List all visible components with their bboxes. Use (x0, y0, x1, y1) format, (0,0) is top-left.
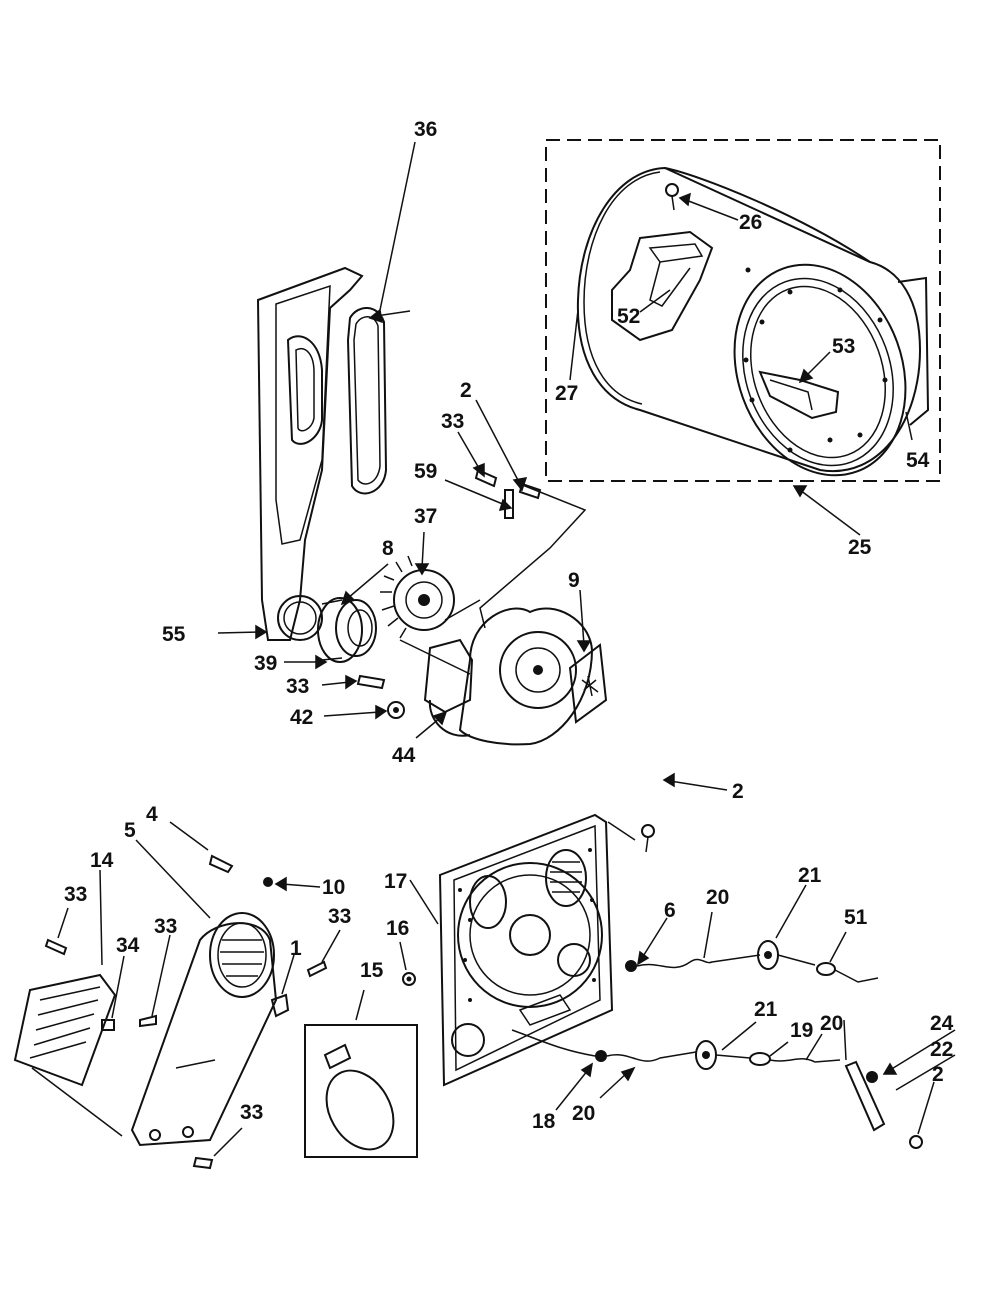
drum-top-edge (664, 167, 871, 263)
bracket-34 (101, 1019, 115, 1031)
bulkhead-screen (545, 849, 587, 907)
screw-2-lower (909, 1135, 923, 1149)
callout-22: 22 (930, 1038, 954, 1061)
callout-36: 36 (414, 118, 438, 141)
duct-assembly (13, 854, 328, 1170)
callout-51: 51 (844, 906, 868, 929)
screw-33-right (306, 960, 328, 978)
clip-1 (270, 993, 290, 1018)
part-19 (749, 1052, 771, 1066)
blower-housing (256, 266, 364, 641)
screw-4 (208, 854, 234, 874)
callout-24: 24 (930, 1012, 954, 1035)
drum-front-opening (733, 263, 907, 477)
kit-15-box (304, 1024, 418, 1158)
callout-2-lower: 2 (932, 1063, 944, 1086)
impeller-37 (380, 555, 455, 639)
callout-1: 1 (290, 937, 302, 960)
callout-25: 25 (848, 536, 872, 559)
leader-lines (57, 141, 956, 1157)
lint-grille (209, 912, 275, 998)
callout-44: 44 (392, 744, 416, 767)
lint-duct-5 (130, 922, 278, 1147)
screw-33-duct (139, 1014, 157, 1028)
callout-20-mid: 20 (820, 1012, 844, 1035)
callout-5: 5 (124, 819, 136, 842)
nut-16 (402, 972, 416, 986)
callout-2-top: 2 (732, 780, 744, 803)
screw-33-bottom (192, 1156, 214, 1170)
shaft-upper (636, 954, 761, 969)
drum-body (576, 166, 922, 473)
callout-59: 59 (414, 460, 438, 483)
callout-18: 18 (532, 1110, 556, 1133)
callout-52: 52 (617, 305, 641, 328)
drum-baffle (758, 370, 840, 420)
blower-assembly (256, 266, 608, 746)
callout-17: 17 (384, 870, 408, 893)
drum-assembly (545, 139, 941, 482)
roller-18 (595, 1050, 607, 1062)
nut-42 (387, 701, 405, 719)
callout-16: 16 (386, 917, 410, 940)
callout-15: 15 (360, 959, 384, 982)
callout-34: 34 (116, 934, 140, 957)
bulkhead-17 (438, 813, 614, 1087)
callout-14: 14 (90, 849, 114, 872)
kit-belt (325, 1069, 395, 1151)
callout-54: 54 (906, 449, 930, 472)
shaft-lower-left (511, 1029, 596, 1057)
callout-21-lower: 21 (754, 998, 778, 1021)
callout-2-upper: 2 (460, 379, 472, 402)
kit-15 (304, 1024, 418, 1158)
screw-26 (665, 183, 679, 197)
callout-27: 27 (555, 382, 579, 405)
callout-6: 6 (664, 899, 676, 922)
callout-37: 37 (414, 505, 438, 528)
callout-21-upper: 21 (798, 864, 822, 887)
callout-26: 26 (739, 211, 763, 234)
screw-33-left (44, 938, 68, 956)
belt-line (479, 483, 587, 629)
roller-6 (625, 960, 637, 972)
callout-20-lower: 20 (572, 1102, 596, 1125)
motor-mount (423, 638, 474, 714)
callout-39: 39 (254, 652, 278, 675)
screw-33-mid (356, 674, 386, 690)
callout-33-right: 33 (328, 905, 352, 928)
callout-33-duct: 33 (154, 915, 178, 938)
nut-10 (263, 877, 273, 887)
callout-53: 53 (832, 335, 856, 358)
part-51 (816, 962, 836, 976)
drum-seal (897, 276, 930, 426)
callout-9: 9 (568, 569, 580, 592)
roller-24 (866, 1071, 878, 1083)
screw-2-top (641, 824, 655, 838)
screw-33-upper (474, 468, 498, 488)
drum-group-box (545, 139, 941, 482)
motor-44 (458, 607, 594, 746)
bracket-22 (844, 1060, 886, 1132)
bulkhead-assembly (402, 813, 923, 1149)
callout-20-upper: 20 (706, 886, 730, 909)
bulkhead-drum-opening (457, 862, 603, 1008)
callout-33-upper: 33 (441, 410, 465, 433)
blower-wheel (317, 597, 363, 663)
bracket-9 (568, 643, 608, 724)
shaft-lower (606, 1051, 697, 1062)
rear-baffle (611, 230, 714, 342)
callout-4: 4 (146, 803, 158, 826)
callout-19: 19 (790, 1019, 814, 1042)
callout-33-left: 33 (64, 883, 88, 906)
lint-screen-14 (13, 973, 117, 1087)
callout-55: 55 (162, 623, 186, 646)
duct-seal (346, 307, 388, 495)
callout-10: 10 (322, 876, 346, 899)
callout-33-mid: 33 (286, 675, 310, 698)
callout-8: 8 (382, 537, 394, 560)
callout-33-bottom: 33 (240, 1101, 264, 1124)
callout-42: 42 (290, 706, 314, 729)
